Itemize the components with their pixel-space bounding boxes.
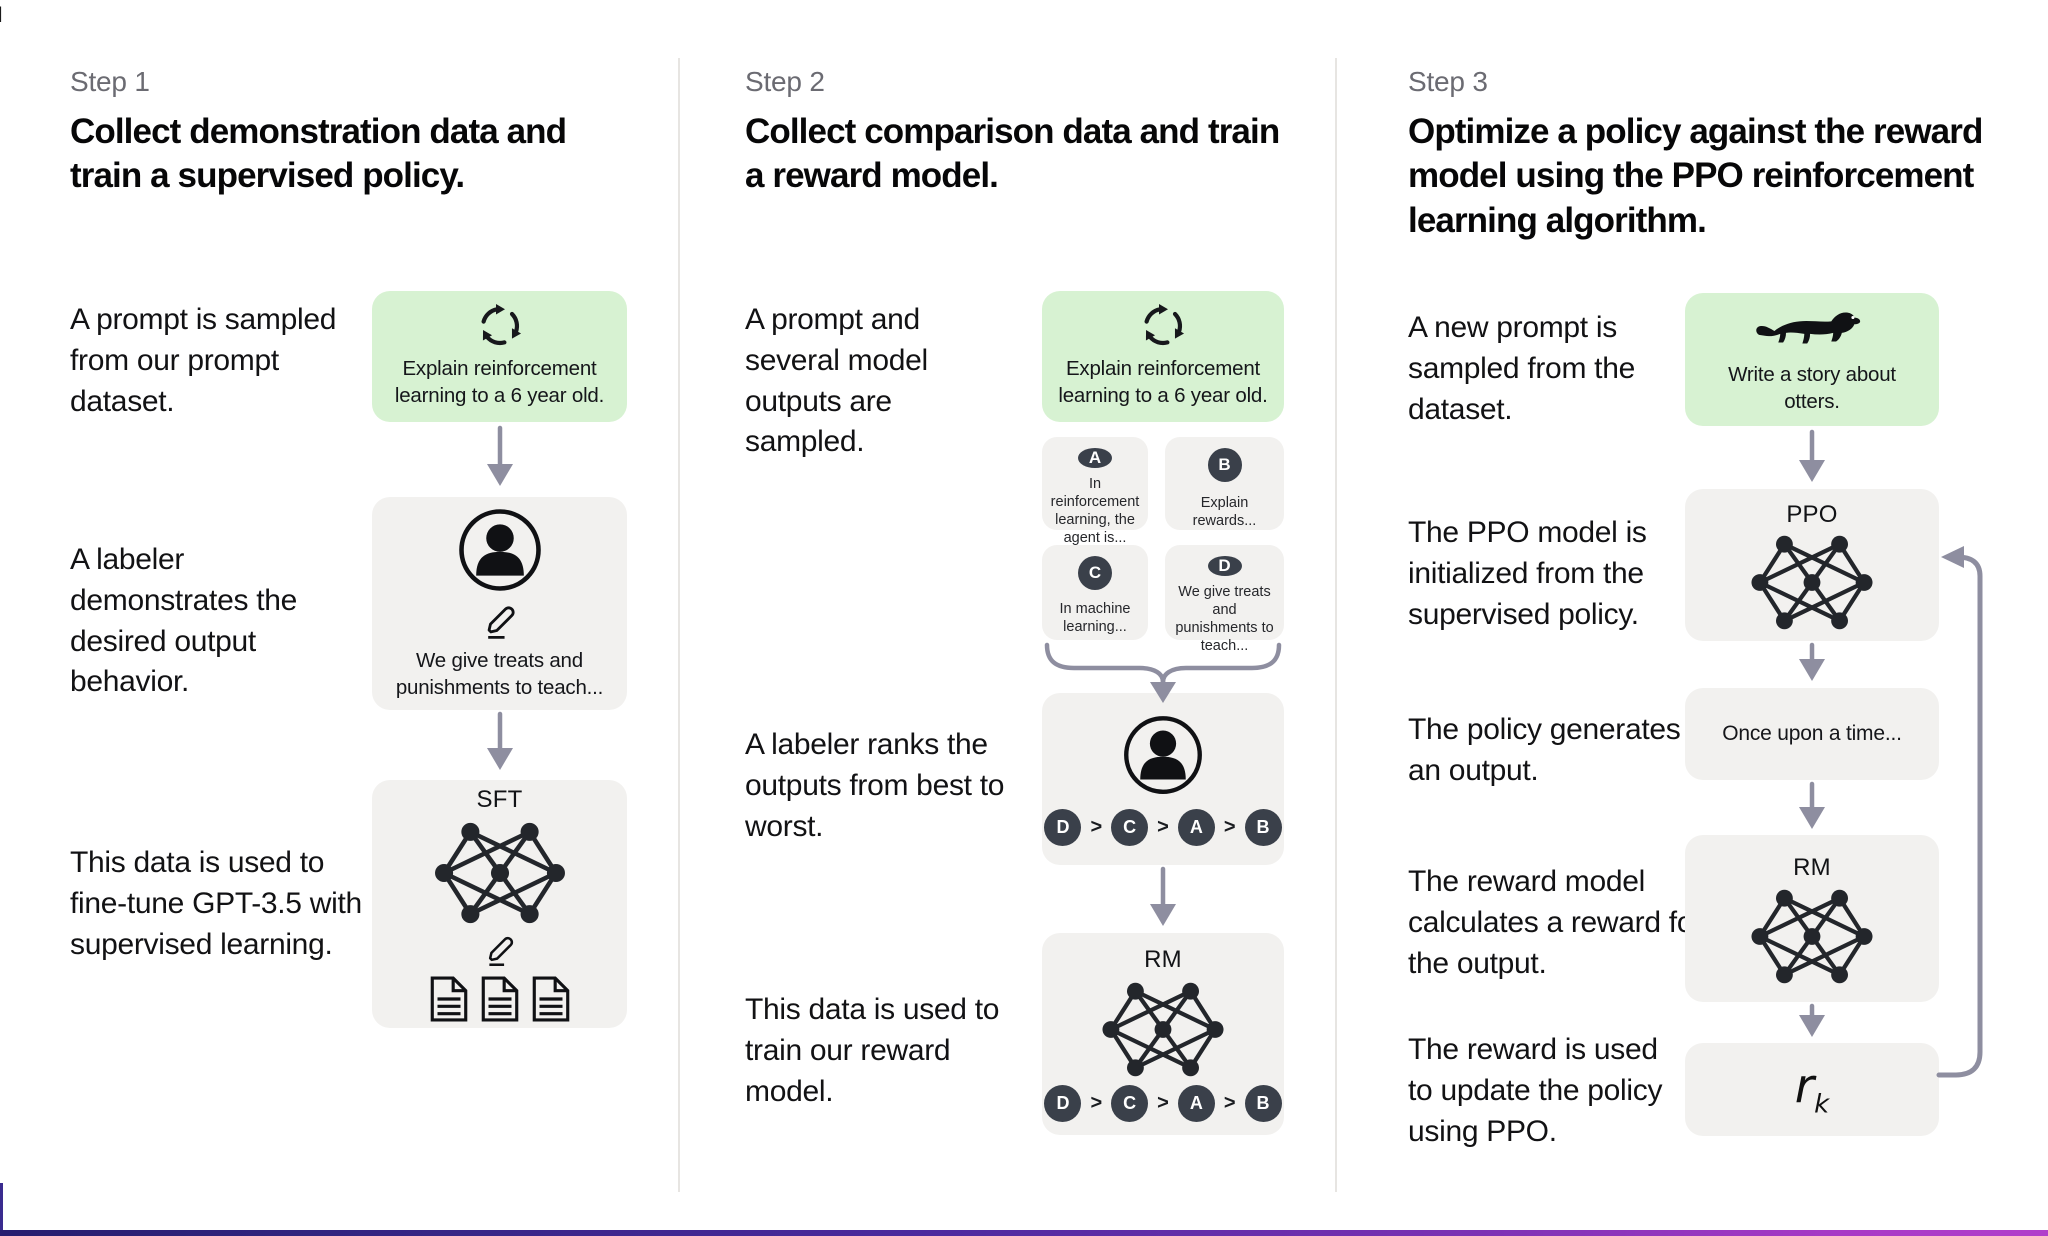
step3-prompt-text: Write a story about otters. [1728, 362, 1896, 413]
output-cell-b: B Explain rewards... [1165, 437, 1284, 530]
flow-arrowhead [1799, 1015, 1825, 1037]
rm-label: RM [1144, 946, 1182, 973]
step2-prompt-box: Explain reinforcement learning to a 6 ye… [1042, 291, 1284, 422]
flow-arrowhead [1799, 807, 1825, 829]
ranking-separator: > [1157, 1092, 1169, 1114]
step3-text-policy-output: The policy generates an output. [1408, 713, 1681, 787]
step3-rm-box: RM [1685, 835, 1939, 1002]
labeler-person-icon [1121, 713, 1205, 797]
step3-label: Step 3 [1408, 66, 1488, 97]
feedback-arrowhead [1941, 546, 1964, 568]
ranking-separator: > [1157, 815, 1169, 838]
flow-arrowhead [1150, 904, 1176, 926]
refresh-cycle-icon [1141, 303, 1185, 348]
bottom-gradient-bar [0, 1230, 2048, 1236]
step3-text-new-prompt: A new prompt is sampled from the dataset… [1408, 311, 1635, 426]
pencil-icon [480, 601, 520, 641]
step3-reward-box: rk [1685, 1043, 1939, 1136]
output-text-a: In reinforcement learning, the agent is.… [1050, 476, 1140, 547]
step3-text-rm-reward: The reward model calculates a reward for… [1408, 865, 1703, 980]
step3-ppo-box: PPO [1685, 489, 1939, 641]
step2-prompt-text: Explain reinforcement learning to a 6 ye… [1058, 356, 1268, 407]
flow-arrowhead [1799, 659, 1825, 681]
neural-network-icon [425, 822, 575, 924]
step1-label: Step 1 [70, 66, 150, 97]
step2-label: Step 2 [745, 66, 825, 97]
ranking-badge: D [1044, 1085, 1082, 1122]
step3-output-text: Once upon a time... [1722, 722, 1902, 745]
ranking-badge: A [1177, 1085, 1215, 1122]
output-cell-d: D We give treats and punishments to teac… [1165, 545, 1284, 654]
step3-text-update-policy: The reward is used to update the policy … [1408, 1033, 1663, 1148]
rm-label: RM [1793, 853, 1831, 881]
ranking-row: D > C > A > B [1044, 1085, 1282, 1122]
flow-arrowhead [487, 464, 513, 486]
output-badge-d: D [1207, 556, 1242, 576]
reward-value: rk [1794, 1059, 1830, 1120]
step2-text-labeler-ranks: A labeler ranks the outputs from best to… [745, 728, 1005, 843]
output-text-d: We give treats and punishments to teach.… [1175, 584, 1274, 655]
neural-network-icon [1093, 982, 1233, 1077]
ranking-row: D > C > A > B [1044, 808, 1282, 846]
ranking-badge: B [1244, 808, 1282, 846]
step1-text-finetune: This data is used to fine-tune GPT-3.5 w… [70, 846, 362, 961]
step1-text-prompt-sampled: A prompt is sampled from our prompt data… [70, 303, 337, 418]
otter-icon [1753, 304, 1871, 356]
step2-labeler-box: D > C > A > B [1042, 693, 1284, 865]
ranking-badge: A [1177, 808, 1215, 846]
step1-labeler-text: We give treats and punishments to teach.… [395, 648, 604, 699]
flow-arrowhead [1799, 460, 1825, 482]
step1-sft-box: SFT [372, 780, 627, 1028]
ranking-separator: > [1090, 815, 1103, 838]
step1-text-labeler-demonstrates: A labeler demonstrates the desired outpu… [70, 543, 297, 699]
pencil-icon [482, 932, 518, 968]
ranking-badge: D [1044, 808, 1082, 846]
output-text-b: Explain rewards... [1192, 494, 1257, 529]
step2-rm-box: RM D > C > A > B [1042, 933, 1284, 1135]
ranking-badge: C [1111, 1085, 1149, 1122]
ranking-separator: > [1223, 815, 1236, 838]
neural-network-icon [1742, 889, 1882, 984]
edge-artifact: N [0, 2, 3, 28]
output-badge-c: C [1078, 556, 1112, 590]
step2-text-prompt-outputs: A prompt and several model outputs are s… [745, 303, 928, 459]
labeler-person-icon [456, 506, 544, 594]
refresh-cycle-icon [478, 303, 522, 348]
column-divider-2 [1335, 58, 1337, 1192]
step1-labeler-box: We give treats and punishments to teach.… [372, 497, 627, 710]
output-badge-b: B [1207, 448, 1242, 482]
neural-network-icon [1742, 535, 1882, 630]
step2-text-train-rm: This data is used to train our reward mo… [745, 993, 1000, 1108]
ranking-badge: C [1111, 808, 1149, 846]
flow-arrowhead [487, 748, 513, 770]
ranking-separator: > [1090, 1092, 1103, 1114]
sft-label: SFT [476, 786, 523, 813]
ppo-label: PPO [1786, 500, 1838, 528]
step2-title: Collect comparison data and train a rewa… [745, 112, 1280, 196]
ranking-badge: B [1244, 1085, 1282, 1122]
step3-prompt-box: Write a story about otters. [1685, 293, 1939, 426]
step1-title: Collect demonstration data and train a s… [70, 112, 567, 196]
column-divider-1 [678, 58, 680, 1192]
reward-feedback-loop [1936, 554, 1983, 1078]
merge-brace-left [1044, 642, 1166, 685]
documents-icon [428, 976, 572, 1022]
step1-prompt-box: Explain reinforcement learning to a 6 ye… [372, 291, 627, 422]
step3-title: Optimize a policy against the reward mod… [1408, 112, 1983, 240]
output-text-c: In machine learning... [1059, 601, 1131, 636]
step1-prompt-text: Explain reinforcement learning to a 6 ye… [394, 356, 605, 407]
step3-text-ppo-init: The PPO model is initialized from the su… [1408, 516, 1647, 631]
step3-output-box: Once upon a time... [1685, 688, 1939, 780]
output-cell-c: C In machine learning... [1042, 545, 1148, 640]
output-cell-a: A In reinforcement learning, the agent i… [1042, 437, 1148, 546]
ranking-separator: > [1223, 1092, 1236, 1114]
left-edge-line [0, 1183, 3, 1231]
output-badge-a: A [1078, 448, 1112, 468]
